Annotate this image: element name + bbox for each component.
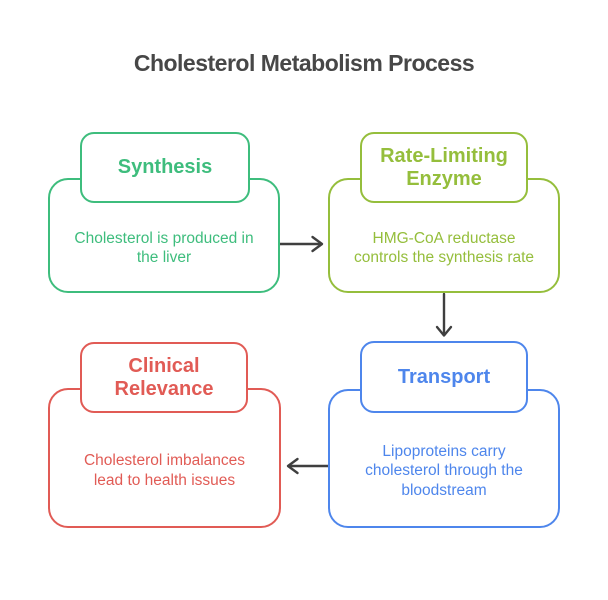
node-rate-limiting-enzyme-header: Rate-Limiting Enzyme <box>360 132 528 203</box>
node-clinical-relevance-header: Clinical Relevance <box>80 342 248 413</box>
edge-down-arrowhead-icon <box>435 325 453 337</box>
node-synthesis: Cholesterol is produced in the liver Syn… <box>48 132 280 293</box>
node-synthesis-header: Synthesis <box>80 132 250 203</box>
node-transport: Lipoproteins carry cholesterol through t… <box>328 341 560 528</box>
edge-transport-to-clinical-relevance <box>286 457 332 475</box>
node-transport-label: Transport <box>397 365 491 388</box>
node-synthesis-label: Synthesis <box>117 156 213 178</box>
node-rate-limiting-enzyme-description: HMG-CoA reductase controls the synthesis… <box>353 229 535 267</box>
node-clinical-relevance: Cholesterol imbalances lead to health is… <box>48 341 281 528</box>
node-rate-limiting-enzyme-label: Rate-Limiting Enzyme <box>380 144 508 190</box>
node-transport-header: Transport <box>360 341 528 413</box>
node-transport-description: Lipoproteins carry cholesterol through t… <box>365 442 523 499</box>
node-clinical-relevance-label: Clinical Relevance <box>114 354 214 400</box>
edge-rate-limiting-enzyme-to-transport <box>435 292 453 337</box>
node-clinical-relevance-description: Cholesterol imbalances lead to health is… <box>83 452 246 489</box>
node-rate-limiting-enzyme: HMG-CoA reductase controls the synthesis… <box>328 132 560 293</box>
node-synthesis-description: Cholesterol is produced in the liver <box>74 229 254 267</box>
edge-right-arrowhead-icon <box>311 235 324 253</box>
edge-left-arrowhead-icon <box>286 457 299 475</box>
edge-synthesis-to-rate-limiting-enzyme <box>278 235 324 253</box>
diagram-title: Cholesterol Metabolism Process <box>133 50 475 76</box>
